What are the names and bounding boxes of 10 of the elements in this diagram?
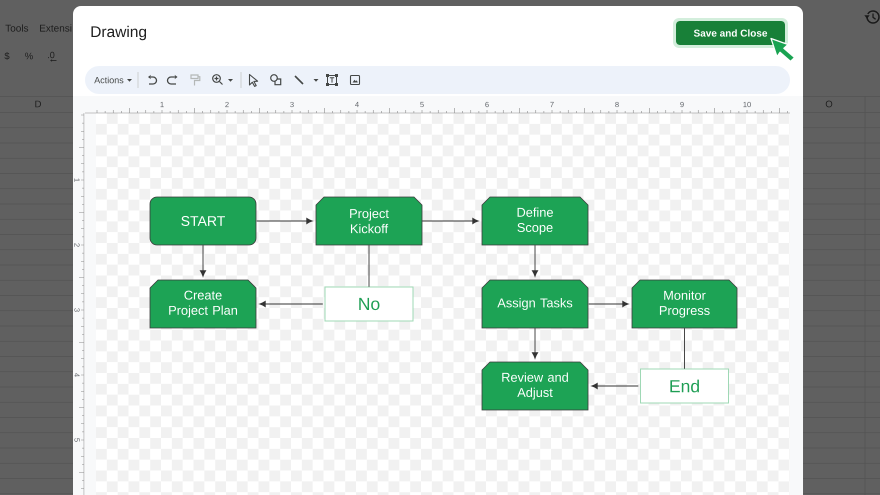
save-button: Save and Close — [673, 18, 788, 48]
menu-label: Actions — [94, 76, 124, 84]
column-header: O — [826, 100, 832, 108]
toolbar-label: % — [25, 52, 33, 60]
column-header: D — [35, 100, 41, 108]
toolbar-label: .0 — [48, 52, 54, 58]
menu-item: Extensi — [40, 24, 72, 32]
toolbar-label: $ — [4, 52, 10, 60]
menu-item: Tools — [5, 24, 28, 32]
dialog-title: Drawing — [91, 26, 146, 40]
